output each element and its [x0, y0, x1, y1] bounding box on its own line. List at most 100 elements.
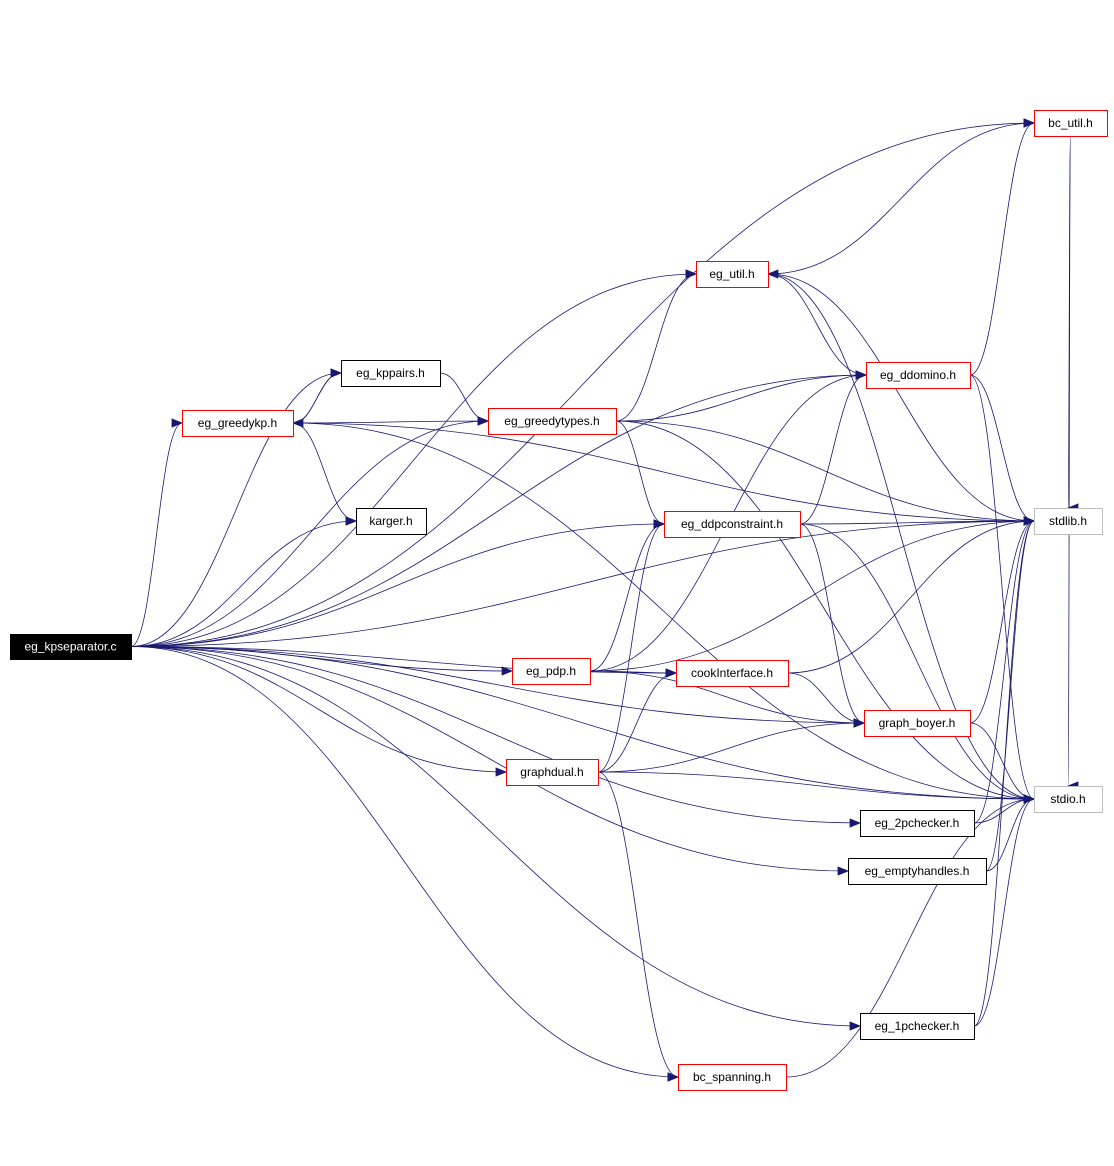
edge-eg_kpseparator_c-to-graphdual_h [130, 646, 508, 777]
edge-line [292, 372, 342, 424]
node-cookInterface-h[interactable]: cookInterface.h [676, 660, 789, 687]
edge-line [130, 646, 865, 724]
node-eg-ddpconstraint-h[interactable]: eg_ddpconstraint.h [664, 511, 801, 538]
node-eg-1pchecker-h[interactable]: eg_1pchecker.h [860, 1013, 975, 1040]
edge-line [130, 646, 679, 1078]
edge-eg_pdp_h-to-stdlib_h [589, 516, 1036, 672]
edge-line [973, 520, 1035, 824]
edge-line [969, 374, 1035, 800]
edge-line [973, 520, 1035, 1027]
node-eg-emptyhandles-h[interactable]: eg_emptyhandles.h [848, 858, 987, 885]
edge-eg_kpseparator_c-to-eg_2pchecker_h [130, 646, 862, 828]
edge-line [130, 372, 342, 647]
arrowhead-icon [477, 416, 490, 426]
edge-line [615, 273, 697, 422]
edge-line [767, 122, 1035, 275]
edge-line [589, 523, 665, 672]
node-eg-ddomino-h[interactable]: eg_ddomino.h [866, 362, 971, 389]
node-box [341, 360, 441, 387]
node-box [1034, 110, 1108, 137]
edge-eg_ddomino_h-to-eg_util_h [766, 269, 867, 376]
edge-eg_1pchecker_h-to-stdio_h [973, 794, 1036, 1027]
arrowhead-icon [665, 668, 678, 678]
node-box [864, 710, 971, 737]
node-eg-greedytypes-h[interactable]: eg_greedytypes.h [488, 408, 617, 435]
edge-line [787, 672, 865, 724]
arrowhead-icon [766, 269, 779, 279]
node-eg-greedykp-h[interactable]: eg_greedykp.h [182, 410, 294, 437]
edges-layer [130, 118, 1079, 1082]
edge-graphdual_h-to-graph_boyer_h [597, 718, 866, 773]
edge-line [130, 374, 867, 647]
edge-eg_kpseparator_c-to-eg_1pchecker_h [130, 646, 862, 1031]
node-bc-util-h[interactable]: bc_util.h [1034, 110, 1108, 137]
node-graph-boyer-h[interactable]: graph_boyer.h [864, 710, 971, 737]
edge-eg_1pchecker_h-to-stdlib_h [973, 516, 1036, 1027]
edge-line [597, 672, 677, 773]
node-eg-kpseparator-c[interactable]: eg_kpseparator.c [10, 634, 132, 660]
edge-line [615, 374, 867, 422]
node-eg-util-h[interactable]: eg_util.h [696, 261, 769, 288]
edge-line [292, 420, 489, 424]
edge-eg_ddpconstraint_h-to-eg_ddomino_h [799, 370, 868, 525]
node-stdio-h: stdio.h [1034, 786, 1103, 813]
node-label: eg_2pchecker.h [875, 816, 960, 830]
edge-line [799, 523, 1035, 800]
edge-eg_kppairs_h-to-eg_greedykp_h [291, 372, 342, 428]
node-label: eg_greedykp.h [198, 416, 277, 430]
arrowhead-icon [849, 818, 862, 828]
node-label: eg_greedytypes.h [504, 414, 599, 428]
edge-line [787, 520, 1035, 674]
edge-line [292, 422, 357, 522]
node-eg-kppairs-h[interactable]: eg_kppairs.h [341, 360, 441, 387]
edge-line [130, 520, 1035, 647]
edge-eg_greedytypes_h-to-stdio_h [615, 420, 1036, 804]
node-label: cookInterface.h [691, 666, 773, 680]
edge-graphdual_h-to-cookInterface_h [597, 668, 678, 773]
node-eg-pdp-h[interactable]: eg_pdp.h [512, 658, 591, 685]
arrowhead-icon [667, 1072, 680, 1082]
edge-line [1067, 135, 1071, 787]
node-box [182, 410, 294, 437]
edge-eg_kpseparator_c-to-eg_greedykp_h [130, 418, 184, 647]
node-box [506, 759, 599, 786]
node-label: eg_kppairs.h [356, 366, 425, 380]
node-box [512, 658, 591, 685]
edge-line [615, 420, 1035, 522]
edge-line [985, 798, 1035, 872]
node-label: graphdual.h [520, 765, 583, 779]
edge-line [130, 273, 697, 647]
arrowhead-icon [853, 718, 866, 728]
node-label: bc_util.h [1048, 116, 1093, 130]
node-bc-spanning-h[interactable]: bc_spanning.h [678, 1064, 787, 1091]
node-karger-h[interactable]: karger.h [356, 508, 427, 535]
edge-line [130, 646, 507, 773]
edge-eg_greedytypes_h-to-eg_ddpconstraint_h [615, 420, 666, 529]
node-graphdual-h[interactable]: graphdual.h [506, 759, 599, 786]
arrowhead-icon [171, 418, 184, 428]
node-label: eg_1pchecker.h [875, 1019, 960, 1033]
edge-line [589, 670, 865, 724]
edge-line [785, 798, 1035, 1078]
edge-eg_util_h-to-bc_util_h [767, 118, 1036, 275]
edge-line [973, 798, 1035, 1027]
edge-line [969, 520, 1035, 724]
node-box [488, 408, 617, 435]
edge-eg_greedykp_h-to-karger_h [292, 422, 358, 526]
edge-line [130, 646, 861, 824]
edge-eg_ddpconstraint_h-to-graph_boyer_h [799, 523, 866, 728]
edge-line [799, 374, 867, 525]
node-stdlib-h: stdlib.h [1034, 508, 1103, 535]
edge-eg_kpseparator_c-to-stdlib_h [130, 516, 1036, 647]
edge-eg_pdp_h-to-eg_ddpconstraint_h [589, 519, 666, 672]
edge-line [597, 771, 679, 1078]
edge-line [799, 520, 1035, 525]
node-label: bc_spanning.h [693, 1070, 771, 1084]
edge-eg_kpseparator_c-to-bc_spanning_h [130, 646, 680, 1082]
arrowhead-icon [330, 368, 343, 378]
node-label: eg_kpseparator.c [24, 640, 116, 654]
node-box [1034, 508, 1103, 535]
edge-eg_ddomino_h-to-stdio_h [969, 374, 1036, 804]
node-eg-2pchecker-h[interactable]: eg_2pchecker.h [860, 810, 975, 837]
